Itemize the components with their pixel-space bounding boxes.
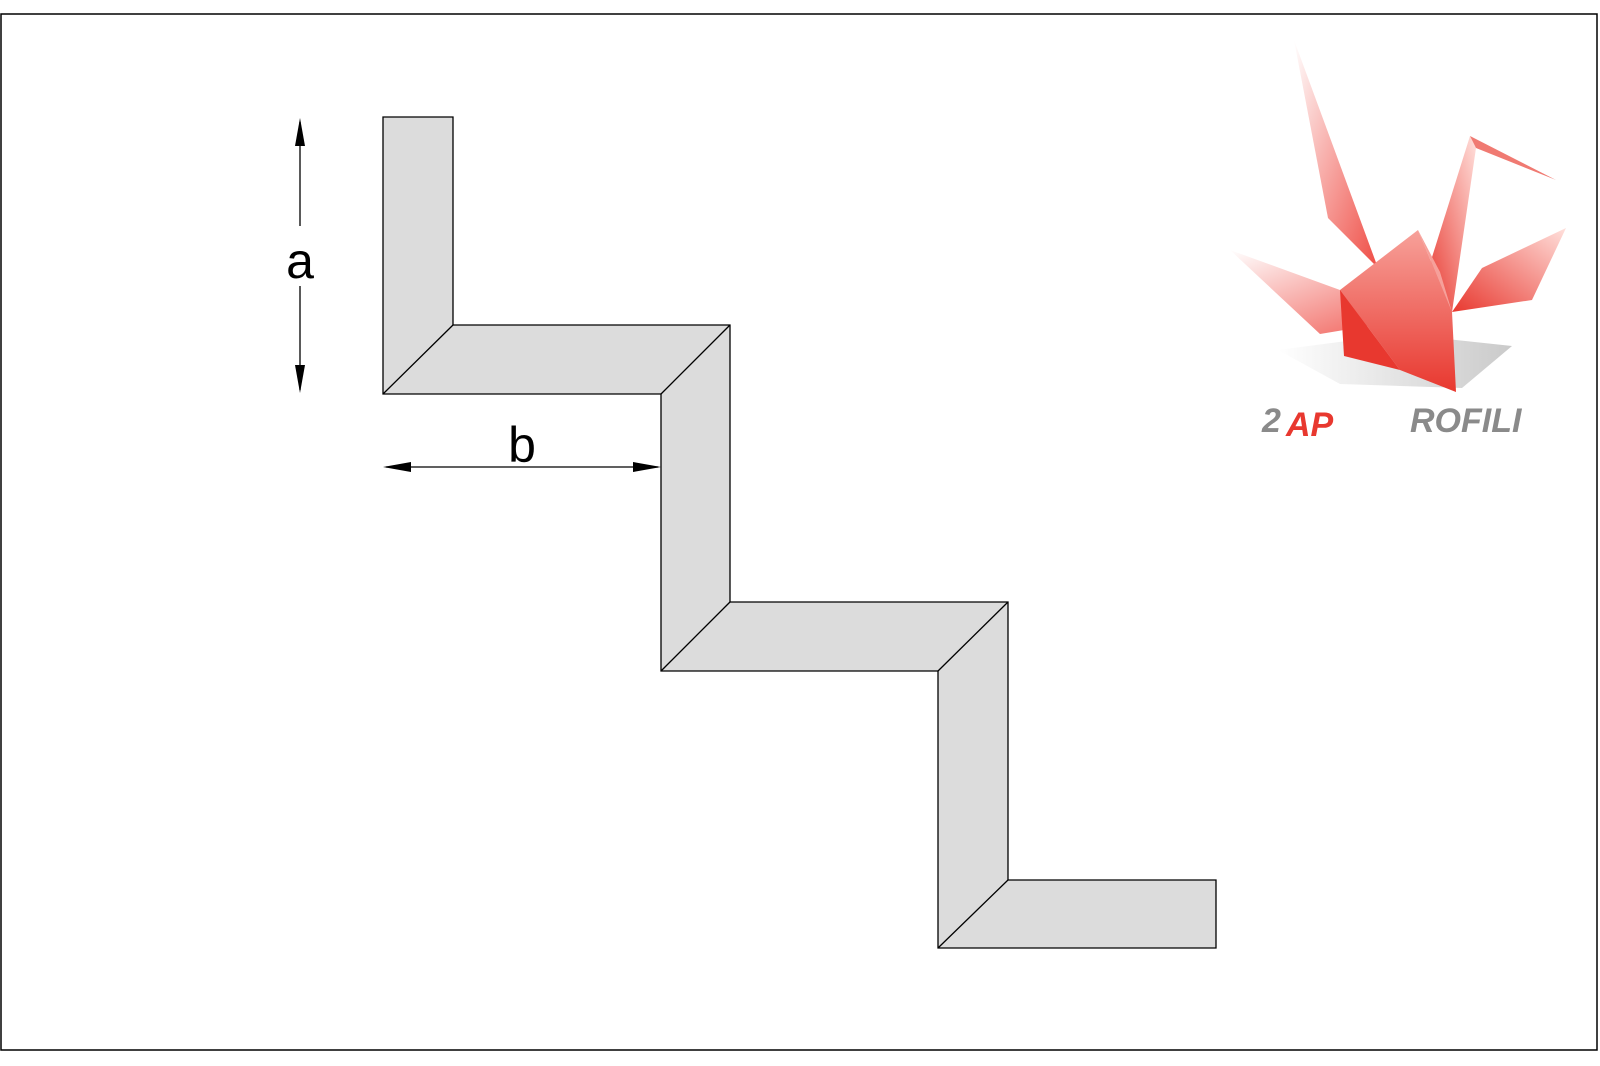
brand-text-2: 2 — [1261, 402, 1281, 440]
dimension-label-a: a — [286, 233, 314, 289]
fold-line — [937, 601, 1009, 672]
dimension-a: a — [286, 118, 314, 393]
fold-line — [660, 324, 731, 395]
brand-text-ap: AP — [1285, 406, 1334, 444]
fold-line — [937, 879, 1009, 949]
fold-line — [660, 601, 731, 672]
drawing-frame — [0, 13, 1598, 1051]
dimension-b: b — [383, 417, 661, 473]
crane-body-back — [1418, 230, 1452, 312]
crane-tail — [1294, 40, 1378, 268]
arrow-left-icon — [383, 462, 411, 472]
crane-body — [1340, 230, 1456, 392]
dimension-label-b: b — [508, 417, 536, 473]
stepped-profile — [382, 116, 1217, 949]
crane-head — [1470, 136, 1556, 180]
crane-logo — [1230, 40, 1566, 392]
profile-outline — [382, 116, 1217, 949]
arrow-right-icon — [633, 462, 661, 472]
crane-right-wing — [1452, 228, 1566, 312]
arrow-up-icon — [295, 118, 305, 146]
brand-wordmark: 2 AP ROFILI — [1261, 402, 1523, 444]
arrow-down-icon — [295, 365, 305, 393]
fold-line — [382, 324, 454, 395]
crane-neck — [1428, 136, 1476, 312]
brand-text-rofili: ROFILI — [1410, 402, 1523, 440]
crane-body-front — [1340, 290, 1400, 370]
